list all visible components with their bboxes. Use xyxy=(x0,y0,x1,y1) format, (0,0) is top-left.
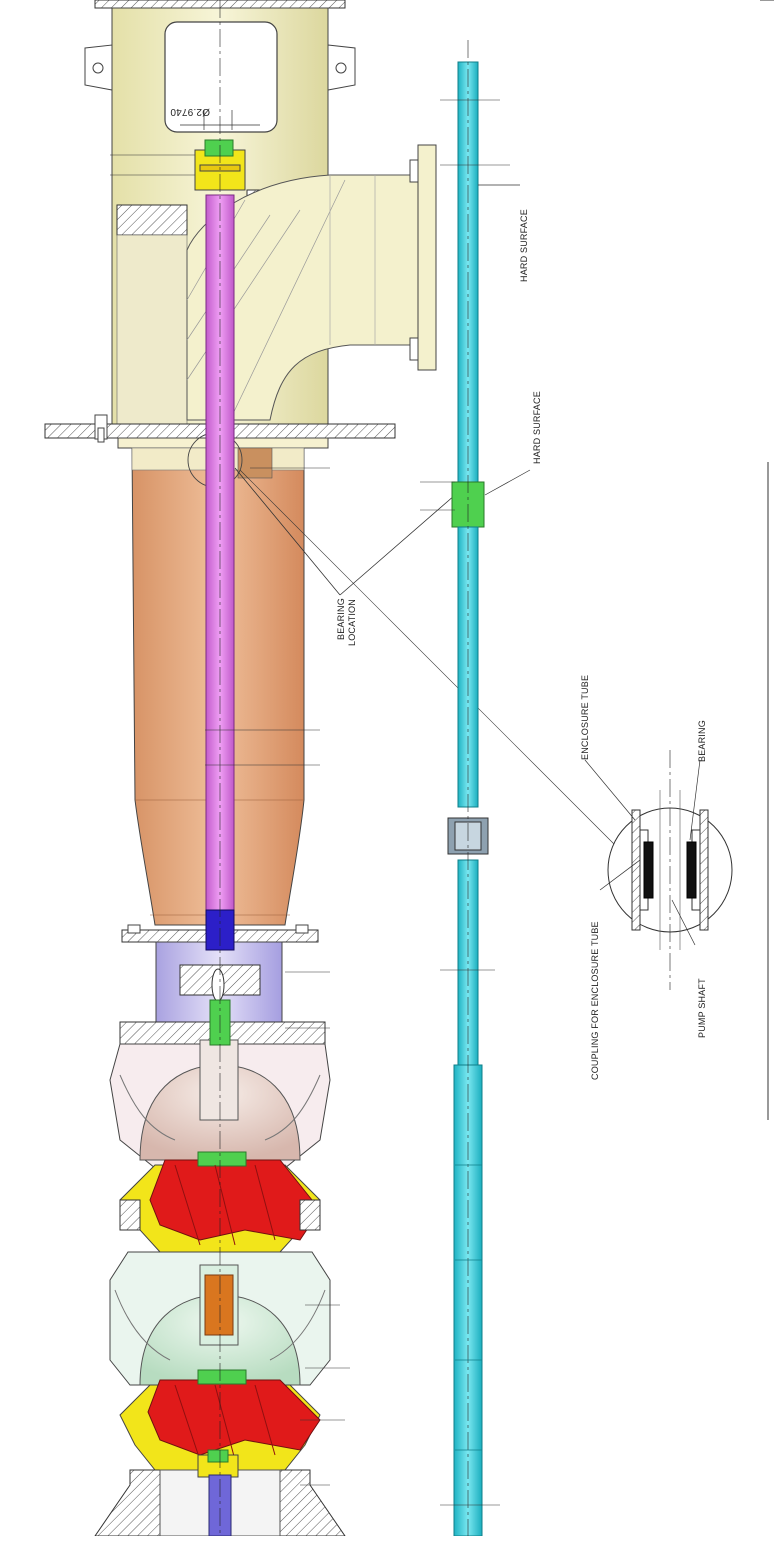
discharge-head xyxy=(44,0,437,449)
hard-surface-label-top: HARD SURFACE xyxy=(519,209,529,282)
hard-surface-label-mid: HARD SURFACE xyxy=(532,391,542,464)
coupling-for-enclosure-tube-label: COUPLING FOR ENCLOSURE TUBE xyxy=(590,921,600,1080)
bearing-label: BEARING xyxy=(697,720,707,762)
shaft-diameter-dimension: Ø2.9740 xyxy=(170,106,210,117)
title-border xyxy=(760,0,774,1120)
pump-shaft-label: PUMP SHAFT xyxy=(697,978,707,1038)
pump-shaft-assembly xyxy=(205,0,330,1537)
upper-impeller xyxy=(119,1151,321,1253)
bearing-location-label-1: BEARING xyxy=(336,598,346,640)
enclosure-tube-label: ENCLOSURE TUBE xyxy=(580,674,590,760)
standalone-shaft xyxy=(420,40,531,1537)
bearing-location-label-2: LOCATION xyxy=(347,599,357,646)
detail-view xyxy=(584,750,733,990)
dimension-lines xyxy=(285,971,350,1486)
